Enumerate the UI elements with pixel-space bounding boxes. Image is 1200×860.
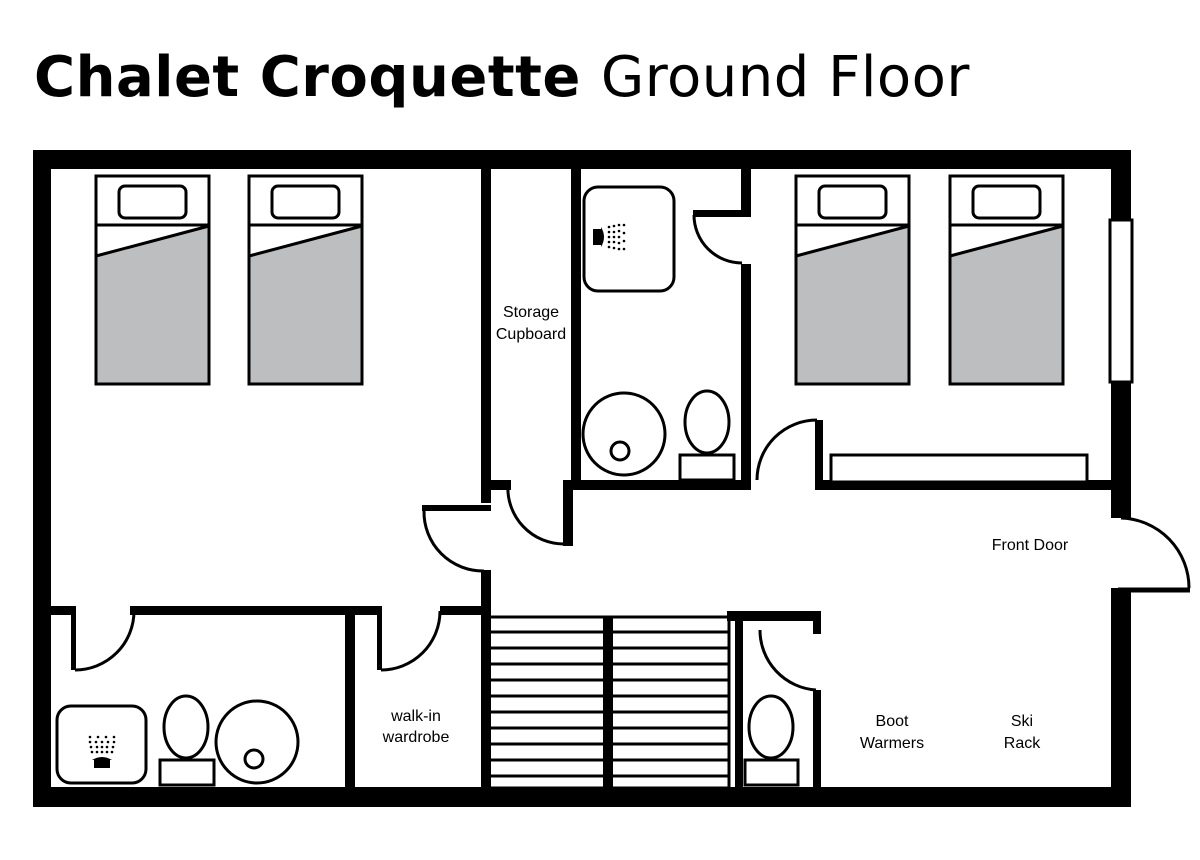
door-swings bbox=[74, 214, 1191, 692]
title-regular: Ground Floor bbox=[600, 45, 970, 110]
staircase bbox=[487, 615, 731, 790]
ski-label-2: Rack bbox=[1004, 735, 1041, 752]
storage-label-2: Cupboard bbox=[496, 326, 566, 343]
toilet-icon bbox=[678, 389, 736, 482]
wardrobe-label-1: walk-in bbox=[390, 708, 441, 725]
bed-icon bbox=[247, 174, 364, 386]
lower-bathroom-fixtures bbox=[55, 694, 300, 787]
toilet-icon bbox=[158, 694, 216, 787]
boot-label-1: Boot bbox=[876, 713, 909, 730]
title-bold: Chalet Croquette bbox=[34, 45, 581, 110]
toilet-icon bbox=[743, 694, 800, 787]
upper-bathroom-fixtures bbox=[581, 185, 736, 482]
basin-icon bbox=[214, 699, 300, 785]
bench bbox=[829, 453, 1089, 484]
boot-label-2: Warmers bbox=[860, 735, 924, 752]
interior-walls bbox=[51, 169, 1111, 791]
bed-icon bbox=[794, 174, 911, 386]
front-door-label: Front Door bbox=[992, 537, 1069, 554]
bed-icon bbox=[948, 174, 1065, 386]
storage-label-1: Storage bbox=[503, 304, 559, 321]
ski-label-1: Ski bbox=[1011, 713, 1033, 730]
wardrobe-label-2: wardrobe bbox=[382, 729, 450, 746]
basin-icon bbox=[581, 391, 667, 477]
page-title: Chalet Croquette Ground Floor bbox=[34, 42, 970, 114]
bed-icon bbox=[94, 174, 211, 386]
outer-walls bbox=[33, 150, 1131, 807]
window bbox=[1108, 218, 1134, 384]
